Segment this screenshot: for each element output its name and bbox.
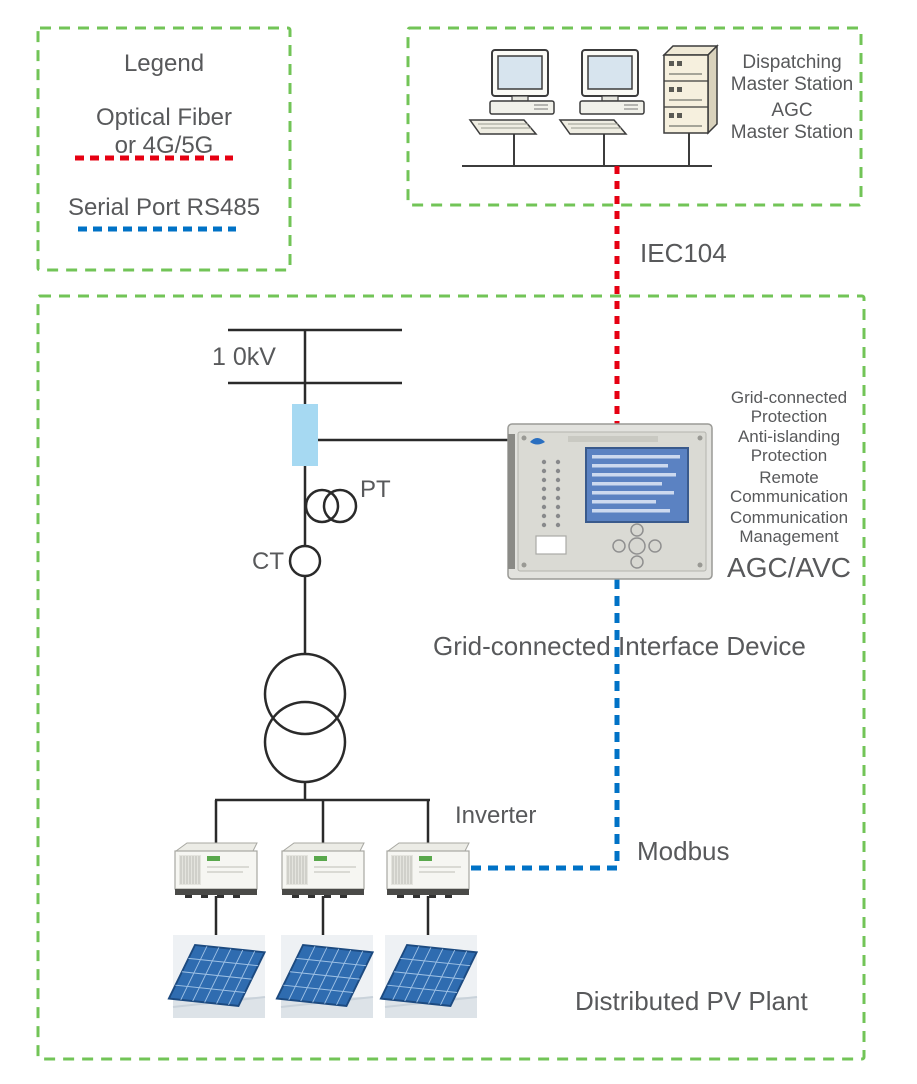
device-feature-anti-islanding: Anti-islanding Protection [737, 427, 841, 465]
inverter-label: Inverter [455, 802, 537, 829]
interface-device-label: Grid-connected Interface Device [433, 631, 806, 661]
inverter-icon [281, 842, 365, 899]
interface-device-image [507, 423, 713, 580]
device-led-array [541, 459, 561, 528]
master-station-box [406, 26, 863, 207]
transformer-symbol [263, 652, 347, 784]
modbus-label: Modbus [637, 836, 730, 866]
legend-title: Legend [123, 50, 205, 77]
computer-icon [559, 49, 645, 135]
solar-panel-icon [167, 934, 266, 1019]
agc-avc-label: AGC/AVC [727, 552, 851, 583]
device-screws [521, 435, 703, 568]
solar-panel-icon [379, 934, 478, 1019]
modbus-link-line [456, 579, 620, 871]
inverter-icon [174, 842, 258, 899]
server-icon [663, 45, 718, 134]
inverter-icon [386, 842, 470, 899]
voltage-label: 1 0kV [212, 343, 276, 371]
device-keypad [612, 523, 662, 569]
pt-label: PT [360, 476, 391, 503]
device-logo [530, 438, 545, 445]
device-screen [585, 447, 689, 523]
legend-serial-port-label: Serial Port RS485 [67, 194, 261, 221]
ct-label: CT [252, 548, 284, 575]
device-feature-communication-management: Communication Management [729, 508, 849, 546]
dispatching-master-station-label: Dispatching Master Station [730, 52, 854, 96]
legend-box [36, 26, 292, 272]
iec104-label: IEC104 [640, 238, 727, 268]
circuit-breaker [292, 404, 318, 466]
pv-plant-box [36, 294, 866, 1061]
station-network-lines [462, 133, 712, 167]
distributed-pv-plant-label: Distributed PV Plant [575, 986, 808, 1016]
solar-panel-icon [275, 934, 374, 1019]
computer-icon [469, 49, 555, 135]
device-slot [535, 535, 567, 555]
pt-symbol [304, 488, 358, 524]
legend-optical-fiber-label: Optical Fiber or 4G/5G [95, 104, 233, 160]
device-feature-grid-protection: Grid-connected Protection [730, 388, 848, 426]
device-feature-remote-communication: Remote Communication [729, 468, 849, 506]
agc-master-station-label: AGC Master Station [730, 100, 854, 144]
ct-symbol [288, 544, 322, 578]
